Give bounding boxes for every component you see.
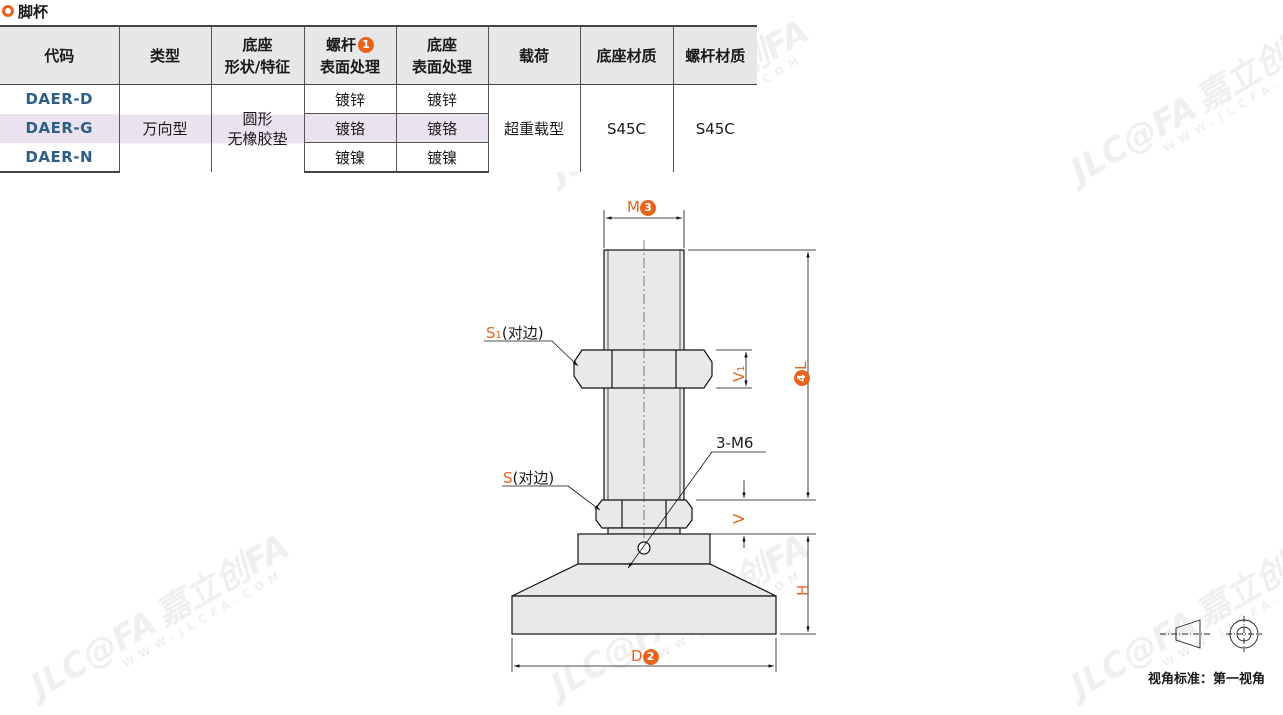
table-row: DAER-G 镀铬 镀铬 bbox=[0, 113, 757, 143]
code-cell: DAER-D bbox=[0, 84, 120, 114]
header-screw-material: 螺杆材质 bbox=[672, 25, 757, 85]
code-cell: DAER-N bbox=[0, 142, 120, 173]
screw-treatment-cell: 镀锌 bbox=[303, 84, 397, 114]
header-type: 类型 bbox=[118, 25, 212, 85]
section-title-text: 脚杯 bbox=[18, 2, 49, 21]
code-cell: DAER-G bbox=[0, 113, 120, 143]
base-plate bbox=[511, 595, 777, 635]
base-treatment-cell: 镀锌 bbox=[395, 84, 489, 114]
screw-treatment-cell: 镀镍 bbox=[303, 142, 397, 173]
view-standard-note: 视角标准：第一视角 bbox=[1148, 672, 1266, 687]
type-cell: 万向型 bbox=[118, 84, 212, 172]
header-code: 代码 bbox=[0, 25, 120, 85]
table-row: DAER-N 镀镍 镀镍 bbox=[0, 142, 757, 173]
header-base-treatment: 底座表面处理 bbox=[395, 25, 489, 85]
screw-material-cell: S45C bbox=[672, 84, 757, 172]
dim-h-label: H bbox=[794, 584, 812, 596]
header-load: 载荷 bbox=[487, 25, 581, 85]
first-angle-projection-icon bbox=[1160, 616, 1262, 652]
base-flare bbox=[511, 563, 777, 597]
leveling-foot-drawing bbox=[484, 210, 1262, 672]
dim-l-label: 4L bbox=[792, 362, 810, 386]
header-base-material: 底座材质 bbox=[579, 25, 674, 85]
base-treatment-cell: 镀铬 bbox=[395, 113, 488, 143]
dim-v-label: V bbox=[730, 513, 748, 524]
header-base-shape: 底座形状/特征 bbox=[210, 25, 305, 85]
table-row: DAER-D 万向型 圆形无橡胶垫 镀锌 镀锌 超重载型 S45C S45C bbox=[0, 84, 757, 172]
base-material-cell: S45C bbox=[579, 84, 674, 172]
dim-s1-label: S1(对边) bbox=[486, 324, 544, 342]
note-badge: 1 bbox=[358, 36, 374, 53]
base-shape-cell: 圆形无橡胶垫 bbox=[210, 84, 305, 172]
screw-treatment-cell: 镀铬 bbox=[303, 113, 397, 143]
dim-v1-label: V1 bbox=[730, 365, 748, 382]
dim-s-label: S(对边) bbox=[503, 469, 555, 487]
base-treatment-cell: 镀镍 bbox=[395, 142, 488, 173]
upper-hex-nut bbox=[573, 349, 713, 389]
circle-bullet-icon bbox=[2, 5, 14, 17]
dim-3m6-label: 3-M6 bbox=[716, 434, 754, 452]
section-title: 脚杯 bbox=[2, 1, 48, 21]
